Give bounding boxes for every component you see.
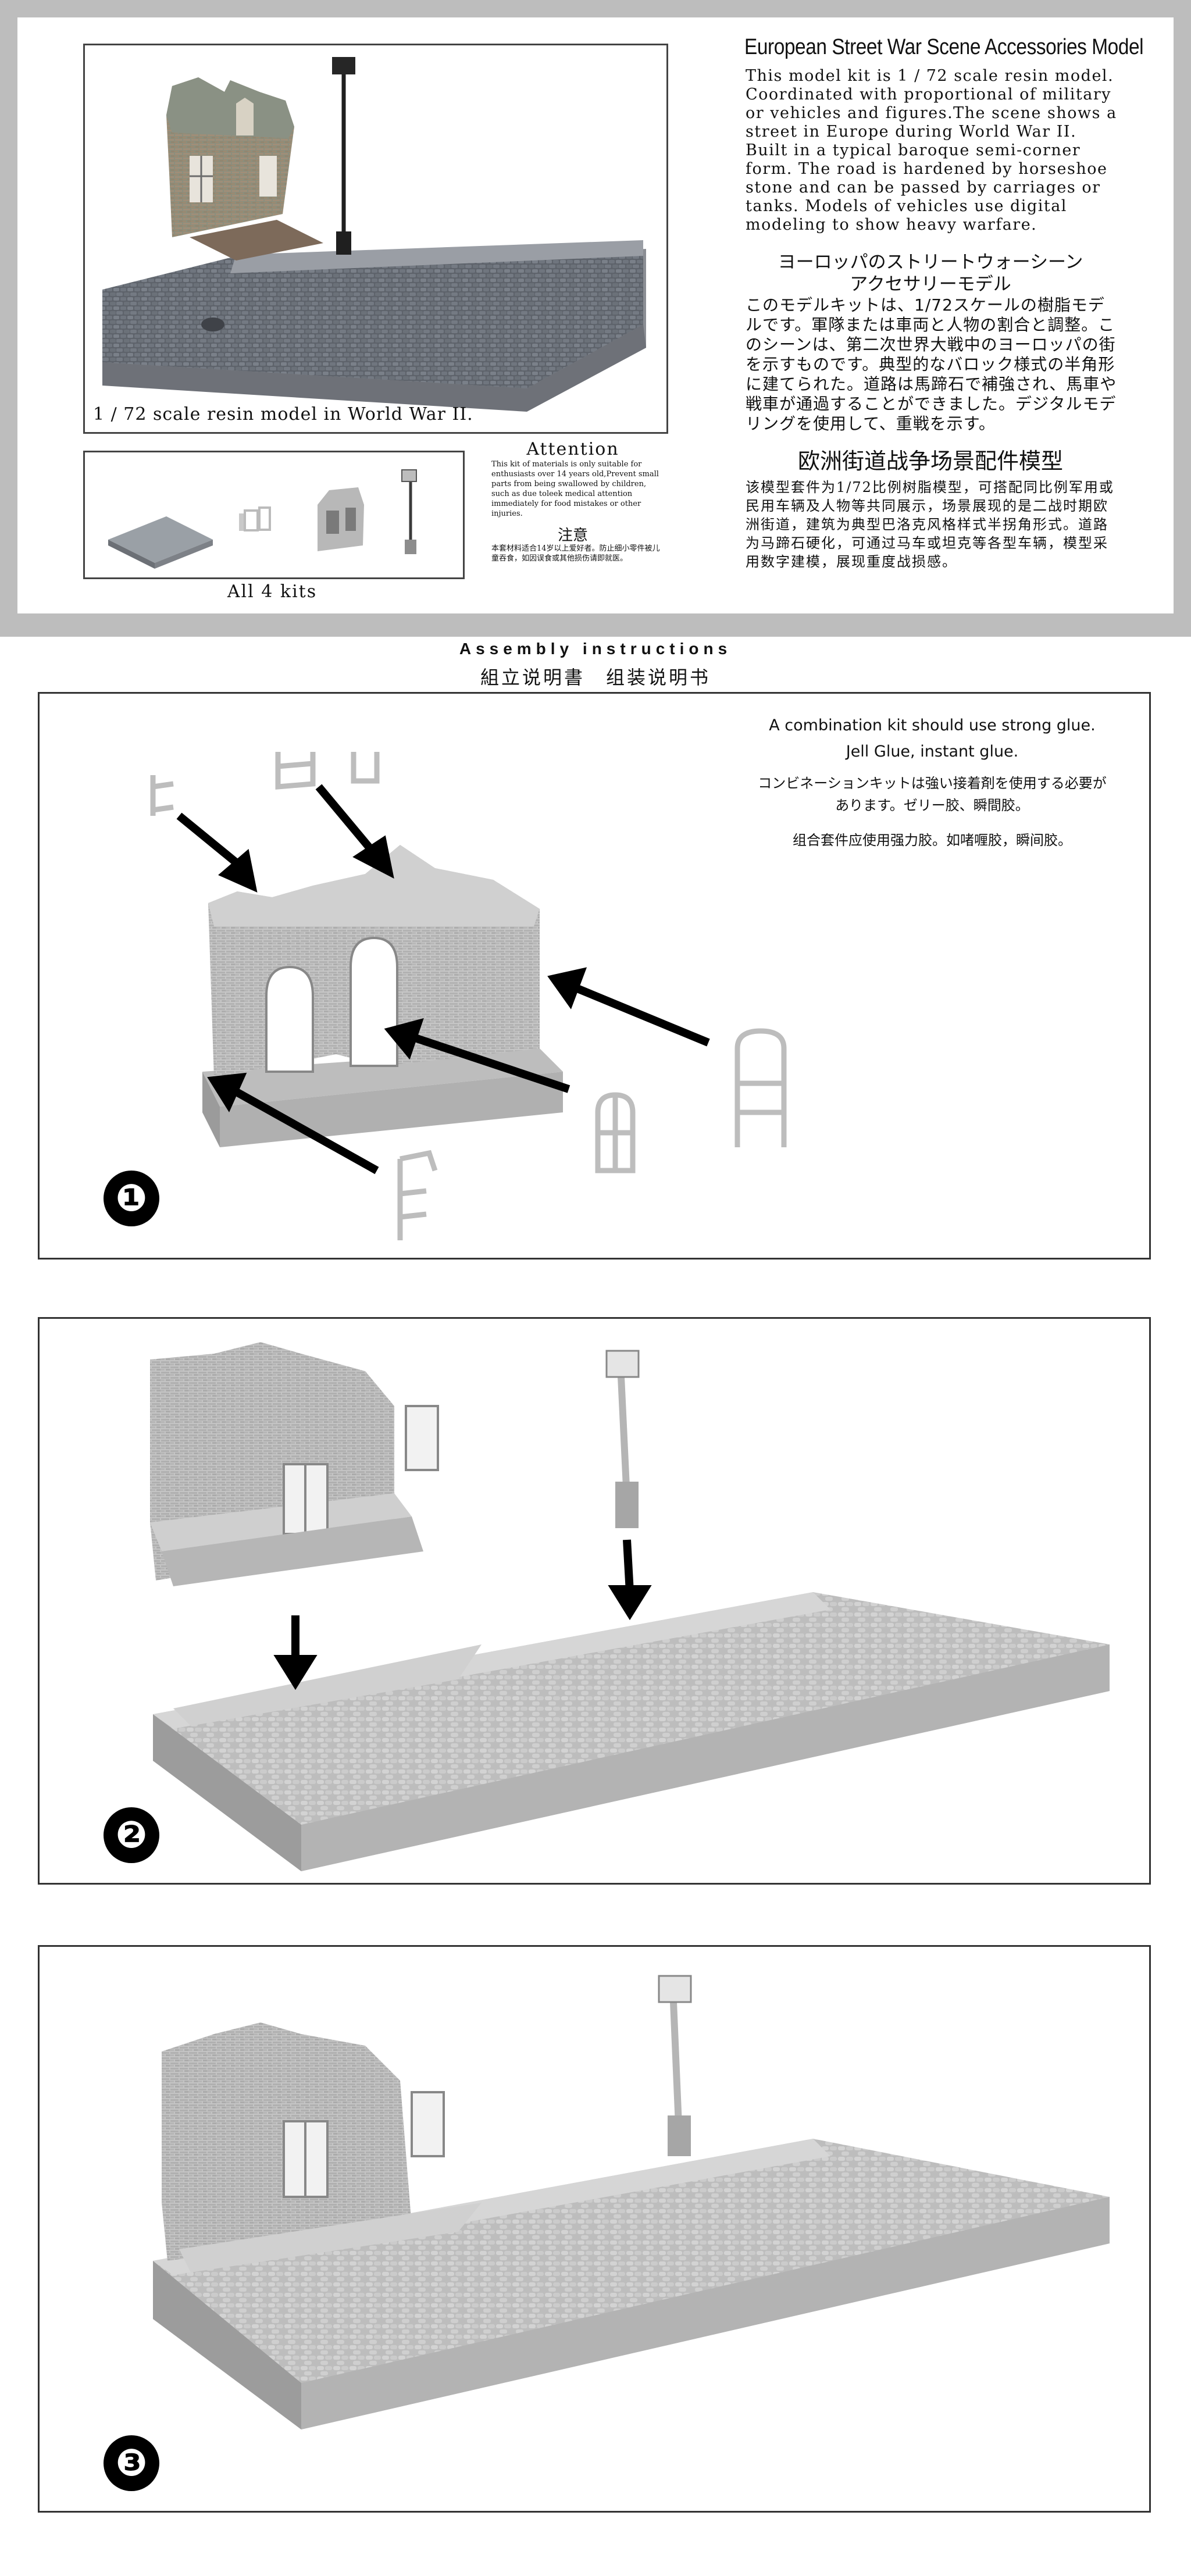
product-title-ja: ヨーロッパのストリートウォーシーン アクセサリーモデル — [778, 252, 1083, 295]
glue-note-ja: コンビネーションキットは強い接着剤を使用する必要があります。ゼリー胶、瞬間胶。 — [758, 775, 1107, 814]
step-1-illustration — [150, 752, 787, 1240]
product-title: European Street War Scene Accessories Mo… — [744, 35, 1144, 59]
description-ja: このモデルキットは、1/72スケールの樹脂モデルです。軍隊または車両と人物の割合… — [746, 295, 1117, 433]
product-photo — [83, 44, 668, 434]
photo-caption: 1 / 72 scale resin model in World War II… — [93, 404, 473, 424]
kits-caption: All 4 kits — [227, 581, 318, 602]
glue-note-en: A combination kit should use strong glue… — [769, 716, 1096, 734]
step-1-panel: A combination kit should use strong glue… — [38, 692, 1151, 1260]
description-en: This model kit is 1 / 72 scale resin mod… — [746, 67, 1117, 234]
step-3-panel: ❸ — [38, 1945, 1151, 2513]
attention-title: Attention — [526, 439, 619, 459]
glue-note-en-2: Jell Glue, instant glue. — [846, 743, 1019, 761]
kit-parts-illustration — [108, 469, 417, 569]
assembly-title-zh: 組立说明書 组装说明书 — [480, 666, 711, 688]
step-3-illustration — [153, 1975, 1110, 2429]
product-title-zh: 欧洲街道战争场景配件模型 — [797, 448, 1063, 474]
diorama-photo-illustration — [102, 57, 646, 412]
step-2-illustration — [150, 1342, 1110, 1871]
attention-text-zh: 本套材料适合14岁以上爱好者。防止细小零件被儿童吞食，如因误食或其他损伤请即就医… — [491, 544, 660, 563]
attention-title-zh: 注意 — [557, 527, 588, 544]
description-zh: 该模型套件为1/72比例树脂模型，可搭配同比例军用或民用车辆及人物等共同展示，场… — [746, 479, 1114, 570]
step-3-number: ❸ — [104, 2435, 159, 2491]
attention-text-en: This kit of materials is only suitable f… — [491, 460, 659, 518]
assembly-title: Assembly instructions — [459, 640, 732, 658]
step-2-number: ❷ — [104, 1807, 159, 1863]
step-1-number: ❶ — [104, 1171, 159, 1226]
glue-note-zh: 组合套件应使用强力胶。如啫喱胶，瞬间胶。 — [793, 832, 1072, 848]
kit-parts-frame — [83, 451, 465, 579]
step-2-panel: ❷ — [38, 1317, 1151, 1885]
